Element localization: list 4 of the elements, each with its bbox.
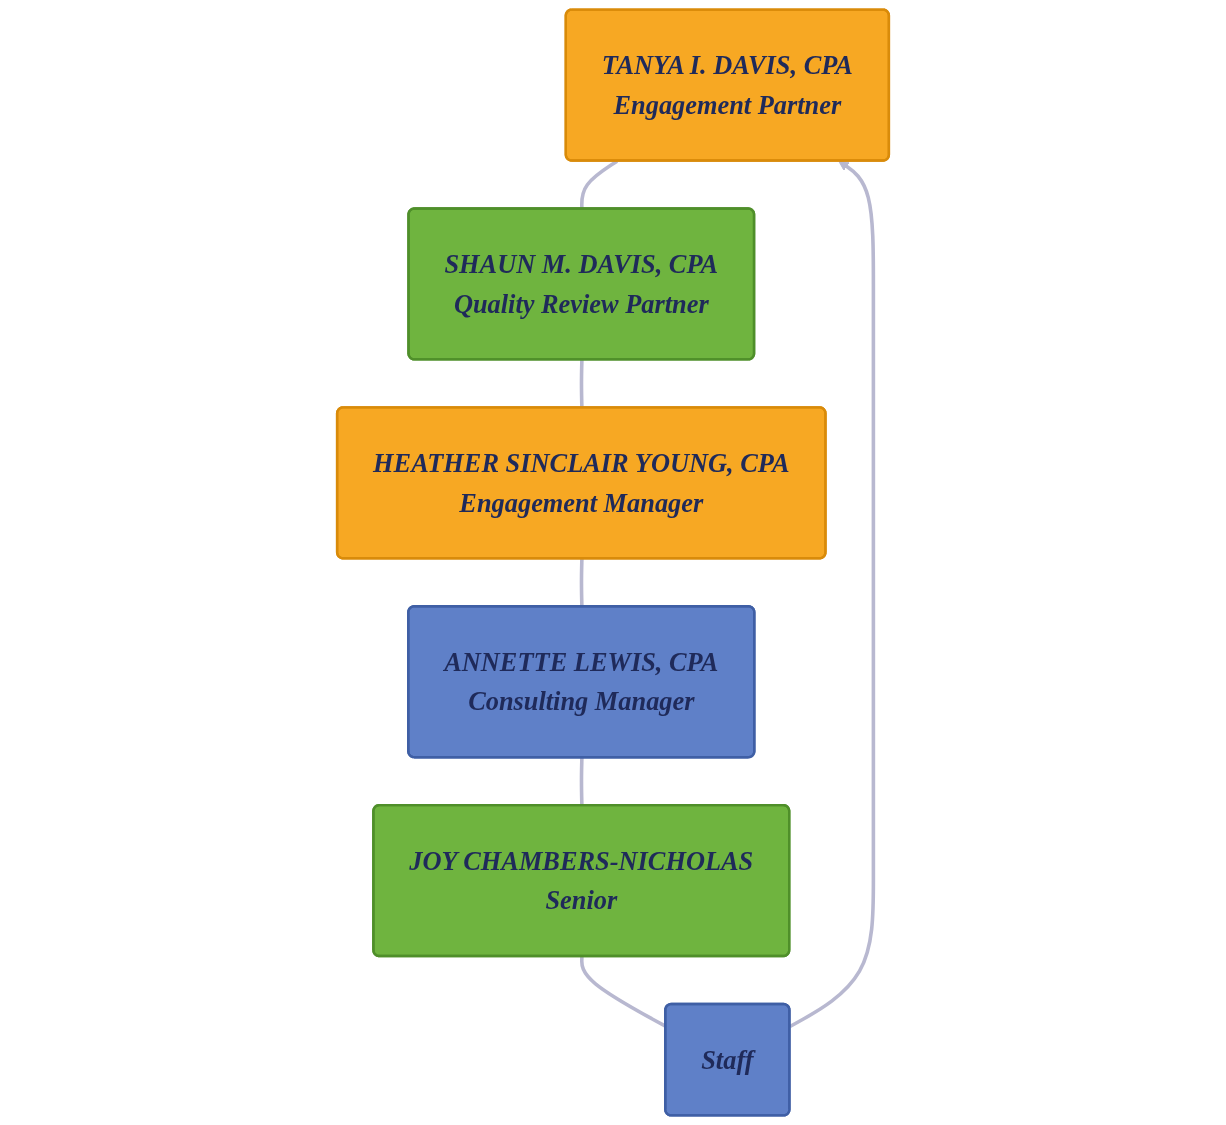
connector: [579, 558, 584, 607]
connector: [579, 757, 584, 806]
arrow: [789, 160, 876, 1028]
connector: [579, 359, 584, 408]
